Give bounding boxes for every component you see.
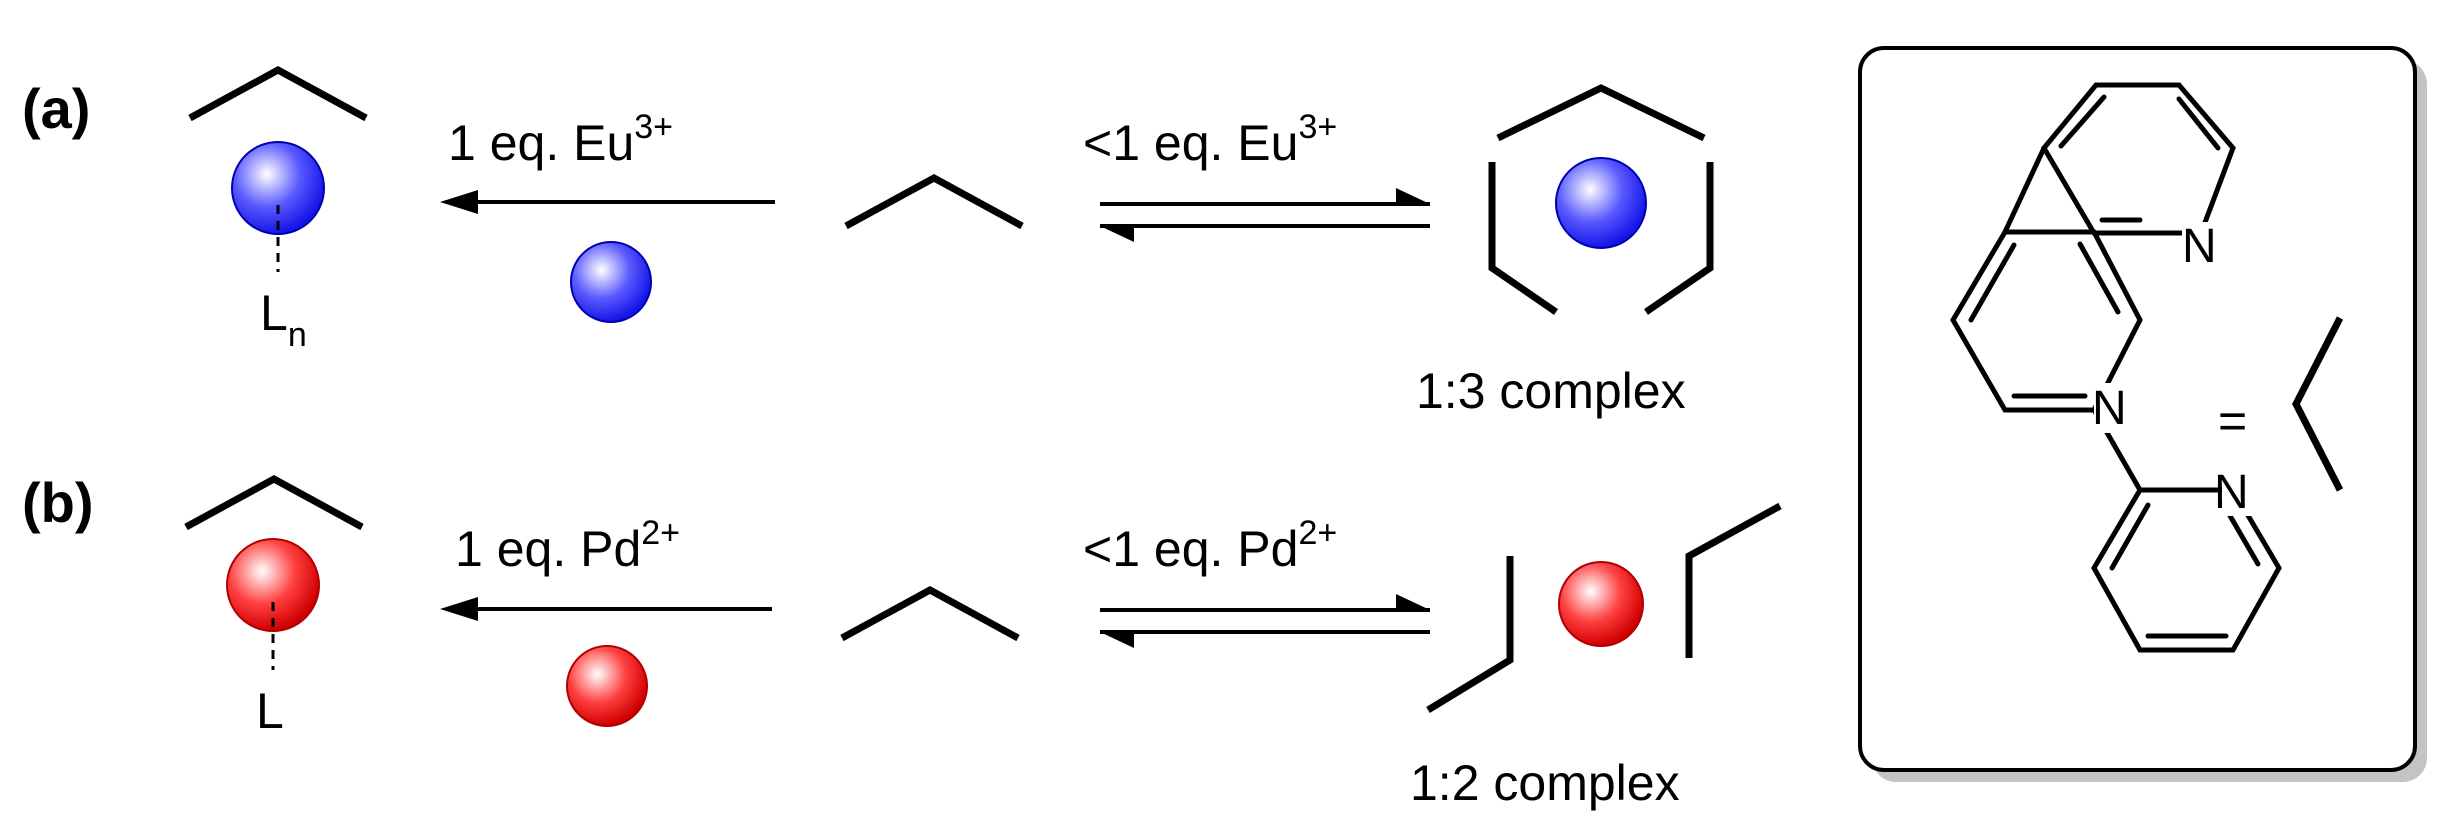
palladium-ion-reagent: [566, 645, 648, 727]
arrowhead-left-b: [440, 597, 478, 621]
terpyridine-structure: [1950, 82, 2282, 653]
equilibrium-arrow-b: [1100, 594, 1430, 648]
free-terpy-ligand-a: [844, 174, 1024, 230]
scheme-b-label: (b): [22, 471, 94, 534]
left-condition-a: 1 eq. Eu3+: [448, 108, 673, 171]
terpy-ligand-symbol: [2292, 316, 2344, 492]
atom-N-top: N: [2182, 220, 2217, 273]
palladium-ion-complex: [1558, 561, 1644, 647]
equals-sign: =: [2218, 393, 2247, 449]
complex-caption-a: 1:3 complex: [1416, 363, 1686, 419]
complex-1-3: [1488, 84, 1714, 315]
right-condition-b: <1 eq. Pd2+: [1083, 514, 1337, 577]
atom-N-mid: N: [2092, 382, 2127, 435]
ligand-label-L: Ln: [260, 285, 307, 354]
complex-1-2: [1426, 502, 1782, 713]
atom-N-bot: N: [2214, 466, 2249, 519]
equilibrium-arrow-a: [1100, 188, 1430, 242]
europium-ion-reagent: [570, 241, 652, 323]
terpy-ligand-glyph: [188, 66, 368, 122]
atom-N-bot-bg: [2222, 470, 2262, 516]
terpy-ligand-glyph-b: [184, 475, 364, 531]
scheme-b: (b) L 1 eq. Pd2+ <1 eq. Pd2+ 1:2 complex: [22, 471, 1782, 811]
arrowhead-left-a: [440, 190, 478, 214]
atom-N-top-bg: [2182, 222, 2222, 268]
scheme-a: (a) Ln 1 eq. Eu3+ <1 eq. Eu3+ 1:3 comple…: [22, 66, 1714, 419]
ligand-label-L-b: L: [256, 683, 284, 739]
scheme-a-label: (a): [22, 77, 90, 140]
legend-frame: [1858, 46, 2417, 772]
legend-box: N N N =: [1858, 46, 2427, 782]
right-condition-a: <1 eq. Eu3+: [1083, 108, 1337, 171]
free-terpy-ligand-b: [840, 586, 1020, 642]
europium-ion-sphere: [231, 141, 325, 235]
left-condition-b: 1 eq. Pd2+: [455, 514, 680, 577]
atom-N-mid-bg: [2094, 383, 2134, 433]
palladium-ion-sphere: [226, 538, 320, 632]
complex-caption-b: 1:2 complex: [1410, 755, 1680, 811]
europium-ion-complex: [1555, 157, 1647, 249]
